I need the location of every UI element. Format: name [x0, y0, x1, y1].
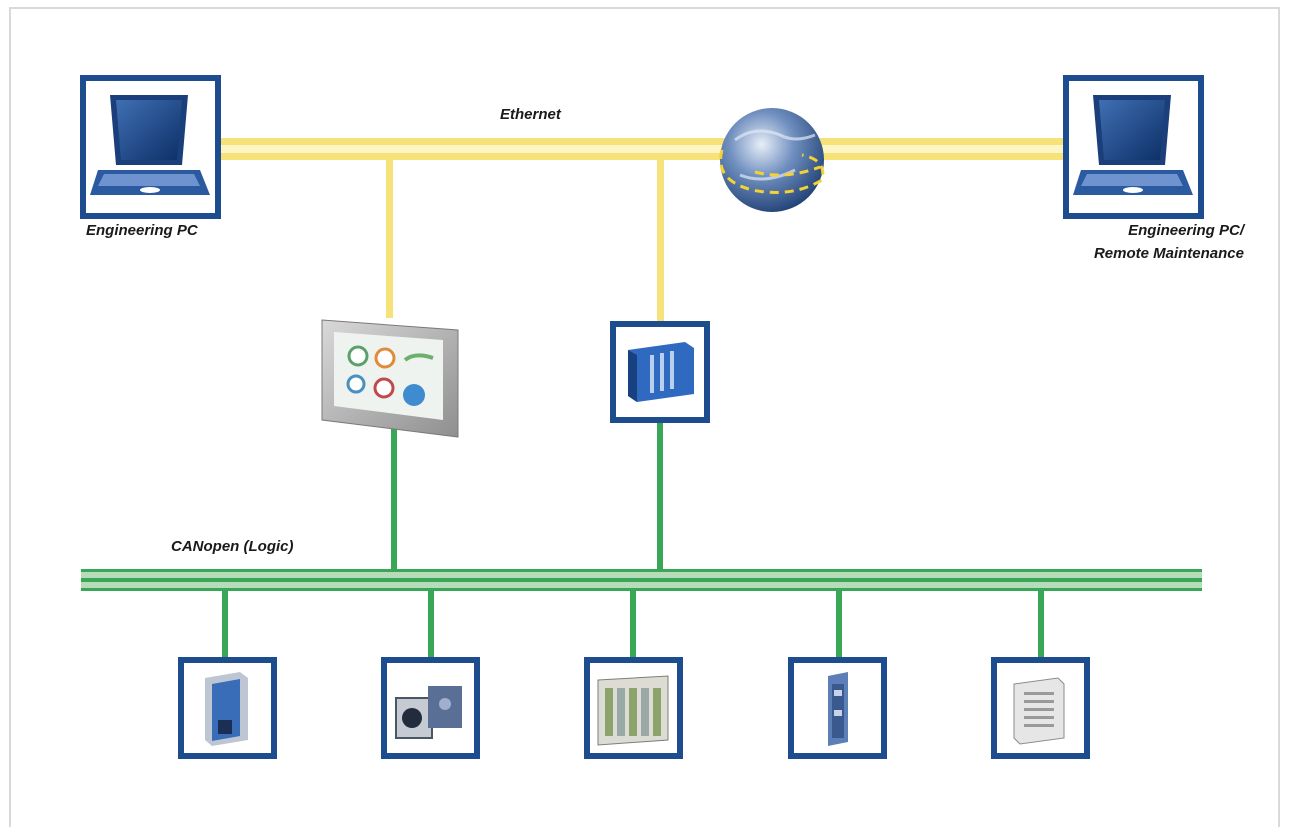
remote-pc-laptop-icon — [1063, 75, 1204, 219]
canopen-drop-1 — [222, 590, 228, 660]
ethernet-label: Ethernet — [500, 106, 561, 123]
engineering-pc-laptop-icon — [80, 75, 221, 219]
hmi-panel-icon — [321, 319, 459, 438]
canopen-drop-5 — [1038, 590, 1044, 660]
ethernet-drop-controller — [657, 160, 664, 322]
ethernet-drop-hmi — [386, 160, 393, 318]
canopen-drop-hmi — [391, 425, 397, 571]
diagram-frame — [9, 7, 1280, 827]
engineering-pc-label: Engineering PC — [86, 222, 198, 239]
canopen-drop-controller — [657, 420, 663, 571]
io-module-icon — [584, 657, 683, 759]
servo-drive-icon — [178, 657, 277, 759]
remote-pc-label-line2: Remote Maintenance — [1093, 245, 1244, 262]
plc-controller-icon — [610, 321, 710, 423]
slim-drive-icon — [788, 657, 887, 759]
internet-globe-icon — [719, 108, 825, 212]
motor-gearbox-icon — [381, 657, 480, 759]
canopen-drop-2 — [428, 590, 434, 660]
ethernet-bus — [218, 138, 1066, 160]
canopen-drop-4 — [836, 590, 842, 660]
remote-pc-label-line1: Engineering PC/ — [1128, 222, 1244, 239]
canopen-label: CANopen (Logic) — [171, 538, 294, 555]
canopen-bus — [81, 569, 1202, 591]
canopen-drop-3 — [630, 590, 636, 660]
frequency-inverter-icon — [991, 657, 1090, 759]
